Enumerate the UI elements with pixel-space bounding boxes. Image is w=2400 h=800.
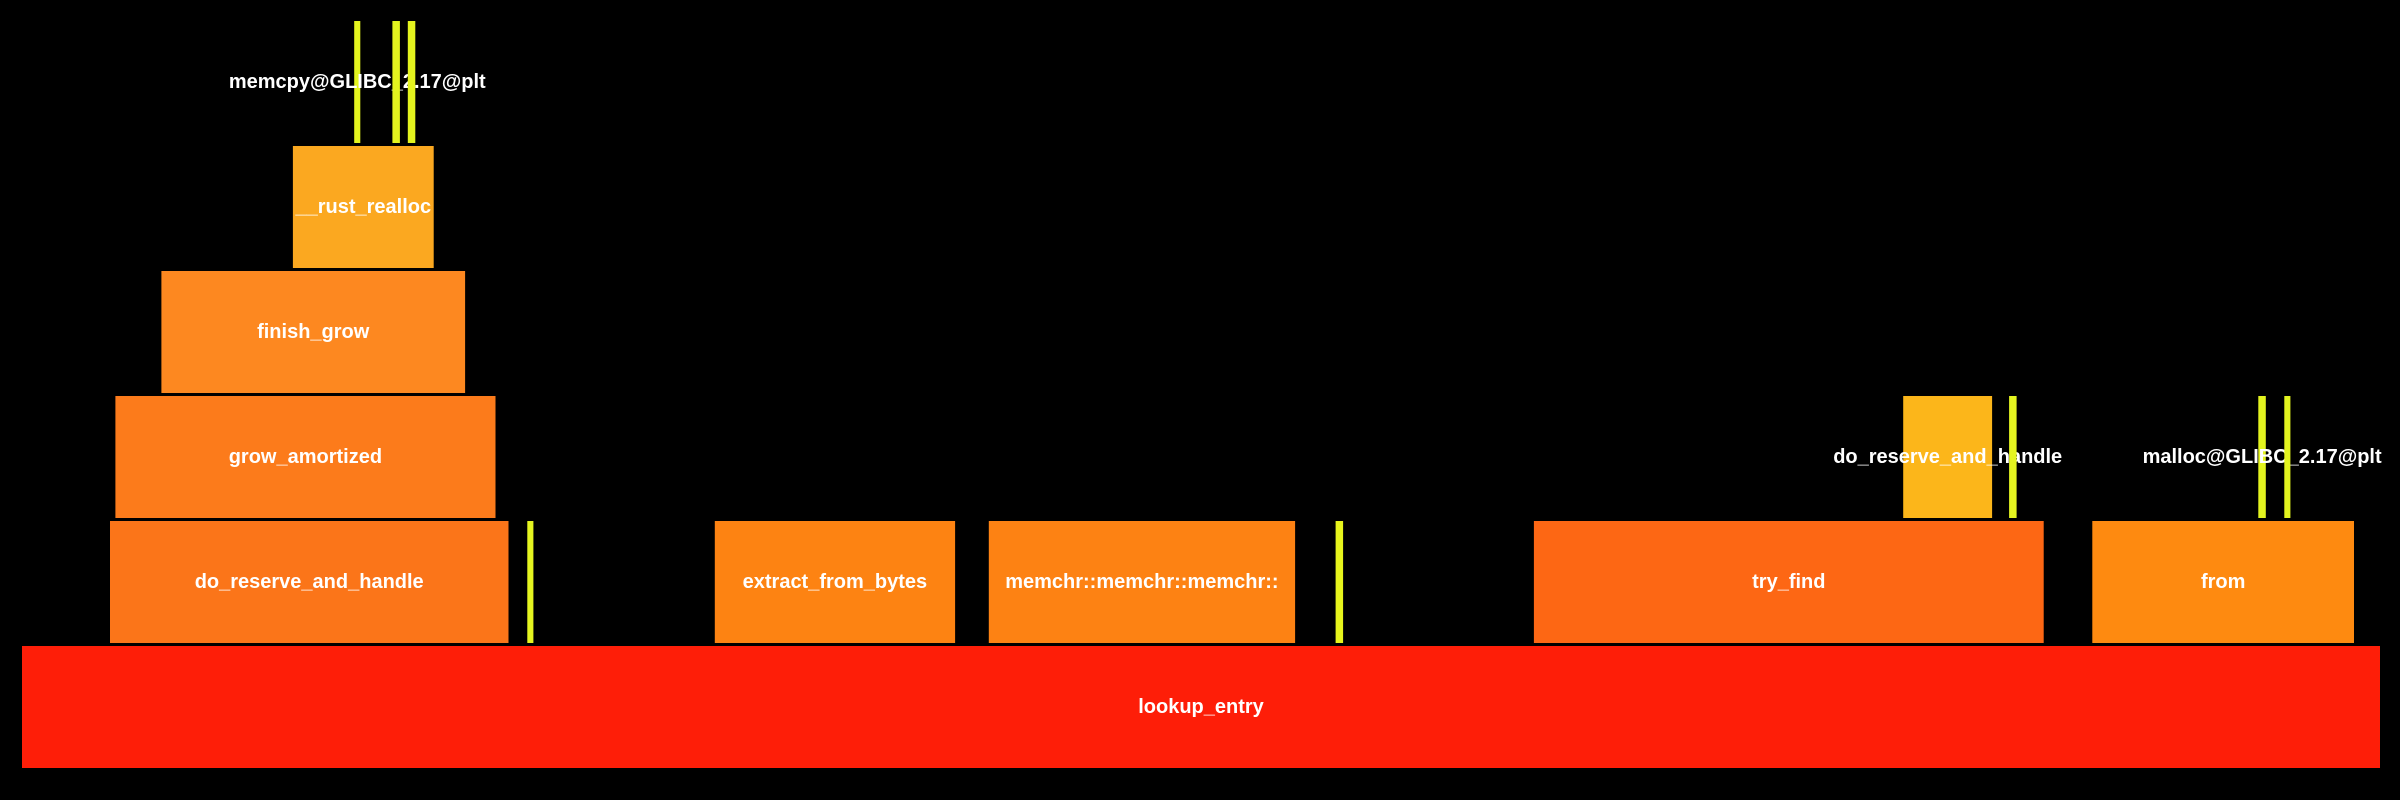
frame-d2_narrow_1[interactable] [2009,396,2017,518]
frame-try_find[interactable]: try_find [1533,521,2044,643]
frame-do_reserve_and_handle_2[interactable]: do_reserve_and_handle [1833,396,2062,518]
frame-label: from [2201,571,2245,593]
frame-rect[interactable] [2092,521,2354,643]
frame-malloc[interactable]: malloc@GLIBC_2.17@plt [2143,396,2382,518]
frame-rect[interactable] [161,271,466,393]
frame-rect[interactable] [714,521,956,643]
frame-rect[interactable] [292,146,434,268]
frame-d1_narrow_1[interactable] [527,521,534,643]
frame-rect[interactable] [527,521,534,643]
frame-rect[interactable] [1903,396,1993,518]
frame-d5_narrow_2[interactable] [407,21,416,143]
frame-label: extract_from_bytes [743,571,928,593]
frame-label: try_find [1752,571,1825,593]
frame-label: malloc@GLIBC_2.17@plt [2143,446,2382,468]
frame-label: __rust_realloc [294,196,431,218]
frame-extract_from_bytes[interactable]: extract_from_bytes [714,521,956,643]
frame-label: grow_amortized [229,446,382,468]
frame-rect[interactable] [2258,396,2266,518]
frame-rect[interactable] [22,646,2380,768]
frame-memchr[interactable]: memchr::memchr::memchr:: [988,521,1296,643]
frame-d1_narrow_2[interactable] [1335,521,1344,643]
frame-rect[interactable] [110,521,509,643]
frame-label: memchr::memchr::memchr:: [1005,571,1278,593]
frame-rust_realloc[interactable]: __rust_realloc [292,146,434,268]
frame-d5_narrow_1[interactable] [392,21,400,143]
frame-rect[interactable] [1335,521,1344,643]
frame-rect[interactable] [2284,396,2291,518]
frame-rect[interactable] [2009,396,2017,518]
frame-lookup_entry[interactable]: lookup_entry [22,646,2380,768]
frame-rect[interactable] [392,21,400,143]
frame-do_reserve_and_handle_1[interactable]: do_reserve_and_handle [110,521,509,643]
frame-rect[interactable] [354,21,361,143]
frame-rect[interactable] [1533,521,2044,643]
frame-label: lookup_entry [1138,696,1264,718]
frame-memcpy[interactable]: memcpy@GLIBC_2.17@plt [229,21,486,143]
frame-grow_amortized[interactable]: grow_amortized [115,396,496,518]
frame-from[interactable]: from [2092,521,2354,643]
frame-rect[interactable] [115,396,496,518]
frame-label: memcpy@GLIBC_2.17@plt [229,71,486,93]
frame-label: finish_grow [257,321,370,343]
frame-finish_grow[interactable]: finish_grow [161,271,466,393]
frame-label: do_reserve_and_handle [195,571,424,593]
frame-label: do_reserve_and_handle [1833,446,2062,468]
frame-rect[interactable] [407,21,416,143]
frame-d2_narrow_2[interactable] [2284,396,2291,518]
frame-rect[interactable] [988,521,1296,643]
